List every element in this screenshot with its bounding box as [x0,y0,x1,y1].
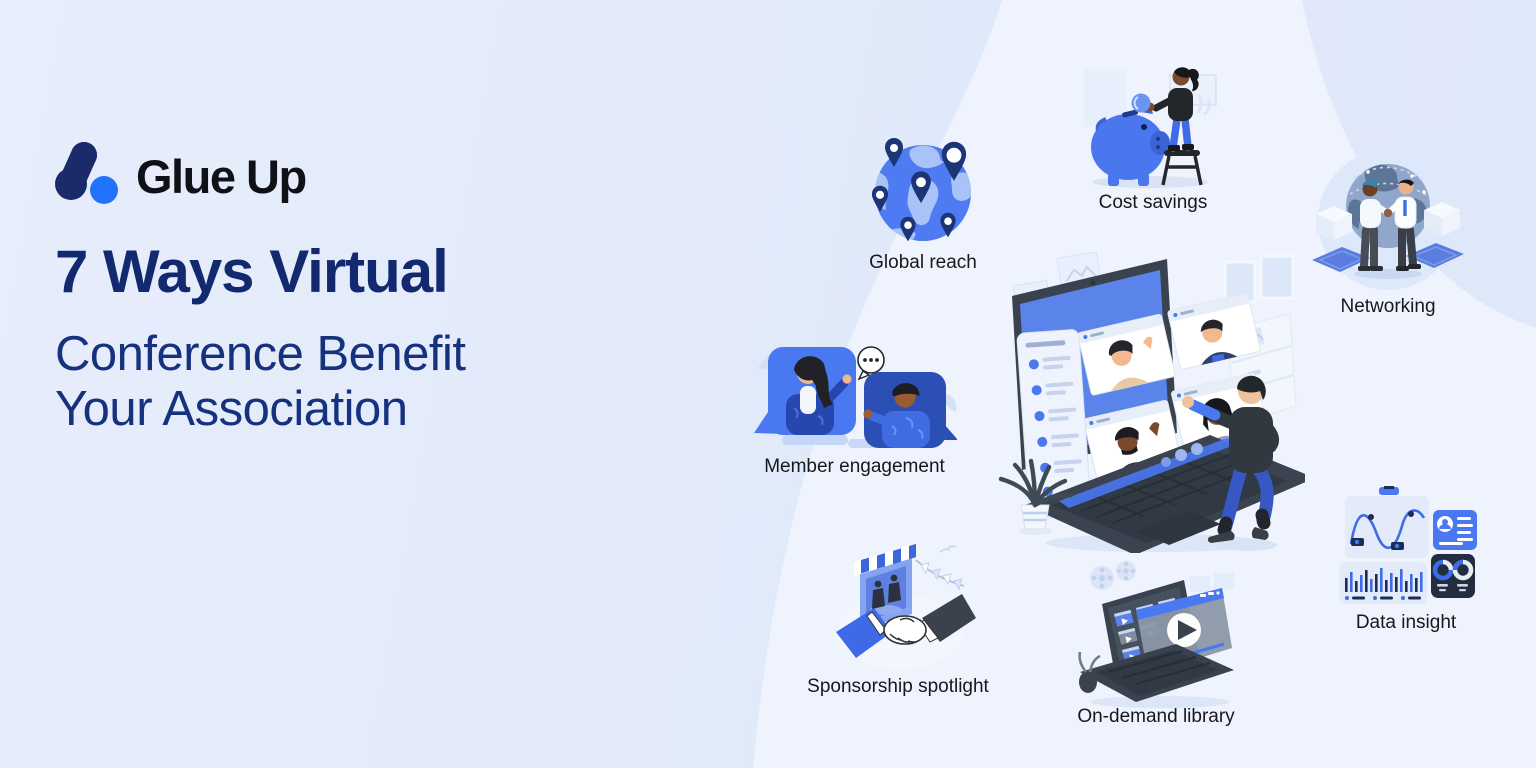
people-shaking-hands [1358,179,1421,271]
small-plant [1078,651,1101,693]
handshake [836,594,976,658]
title-block: 7 Ways Virtual Conference Benefit Your A… [55,240,466,438]
brand-header: Glue Up [52,138,307,214]
benefit-member-engagement: Member engagement [752,338,958,477]
globe-location-pins-icon [871,138,971,242]
benefit-label: Member engagement [764,456,945,477]
benefit-data-insight: Data insight [1335,486,1477,633]
typing-dots-bubble [857,346,885,381]
benefit-networking: Networking [1308,148,1468,317]
glueup-logo-icon [55,142,118,204]
person-dropping-coin [1131,67,1203,186]
brand-name: Glue Up [136,149,307,203]
piggy-bank [1091,98,1170,186]
video-library-laptop-icon [1078,561,1234,708]
blue-mats [1312,243,1464,272]
donut-charts-card [1431,554,1475,598]
title-line-2: Conference Benefit [55,327,466,381]
chat-bubbles-people-icon [754,346,958,448]
benefit-cost-savings: Cost savings [1078,55,1228,213]
standing-person [1182,375,1280,551]
piggy-bank-savings-icon [1084,67,1220,188]
bar-chart-card [1339,562,1427,604]
benefit-label: Data insight [1355,612,1457,633]
benefit-label: Sponsorship spotlight [807,676,989,697]
map-pin-icons [871,138,967,242]
title-line-2-3: Conference Benefit Your Association [55,327,466,438]
benefit-sponsorship-spotlight: Sponsorship spotlight [807,538,989,697]
analytics-dashboard-icon [1339,486,1477,604]
title-line-1: 7 Ways Virtual [55,238,449,305]
profile-card [1433,510,1477,550]
storefront-handshake-icon [836,543,976,670]
laptop-base [1080,644,1234,702]
benefit-label: Cost savings [1098,192,1208,213]
left-chat-bubble [754,347,856,435]
benefit-label: On-demand library [1077,706,1235,727]
title-line-3: Your Association [55,382,408,437]
iso-boxes [1316,202,1460,240]
benefit-label: Global reach [869,252,977,273]
film-reels [1090,561,1136,590]
right-chat-bubble [863,372,958,448]
potted-plant [998,458,1074,535]
virtual-conference-illustration [985,243,1315,555]
benefit-on-demand-library: On-demand library [1072,560,1240,727]
bunting-flags [915,545,965,591]
line-chart-card [1345,486,1429,558]
benefit-global-reach: Global reach [866,136,980,273]
benefit-label: Networking [1340,296,1436,317]
handshake-globe-icon [1312,150,1464,290]
virtual-conference-laptop-icon [998,251,1315,555]
